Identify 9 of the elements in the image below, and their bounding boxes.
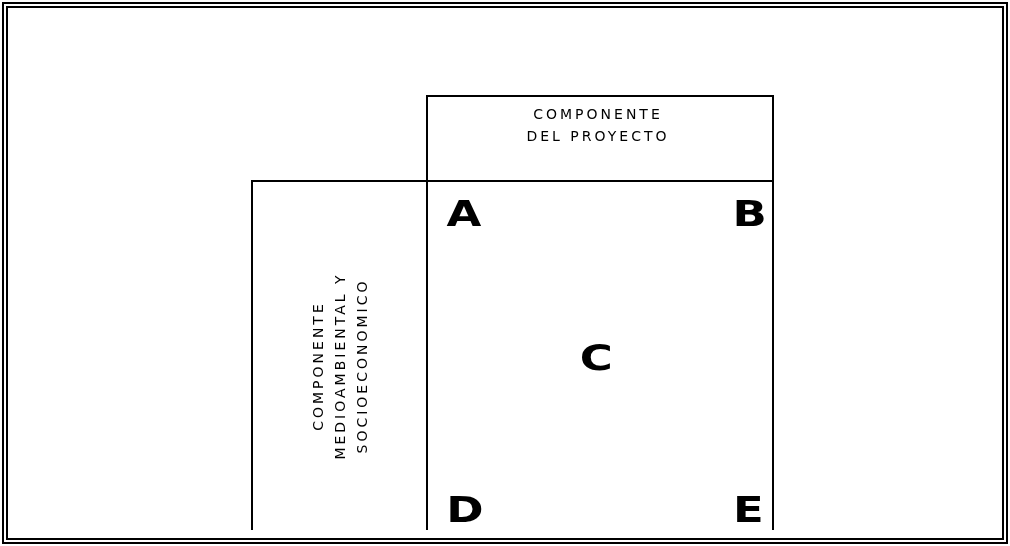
cell-letter: B [732, 196, 767, 232]
cell-letter: E [732, 492, 764, 528]
cell-letter: A [446, 196, 482, 232]
header-box [426, 95, 774, 182]
row-heading: COMPONENTE MEDIOAMBIENTAL Y SOCIOECONOMICO [308, 271, 371, 462]
row-header-box [251, 180, 428, 530]
column-heading: COMPONENTE DEL PROYECTO [525, 105, 671, 146]
cell-letter: C [579, 340, 613, 376]
cell-letter: D [446, 492, 484, 528]
